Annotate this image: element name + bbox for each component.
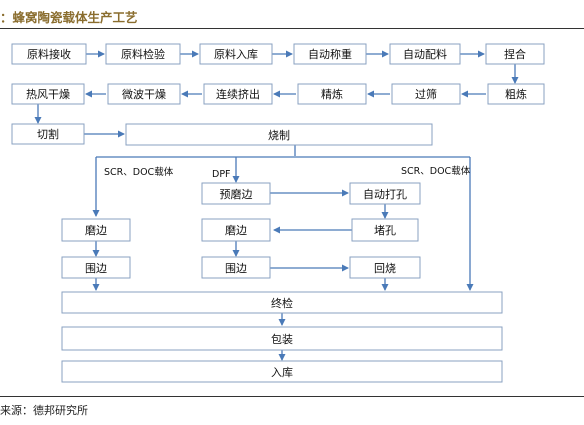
step-grind-middle: 磨边 xyxy=(201,218,271,242)
step-extrusion: 连续挤出 xyxy=(203,83,273,105)
step-box xyxy=(297,83,367,105)
step-label: 入库 xyxy=(271,366,293,379)
step-auto-drill: 自动打孔 xyxy=(349,182,421,205)
branch-label-left: SCR、DOC载体 xyxy=(104,166,174,178)
step-kneading: 捏合 xyxy=(485,43,545,65)
step-box xyxy=(61,218,131,242)
step-final-inspect: 终检 xyxy=(61,291,503,314)
step-label: 围边 xyxy=(225,262,247,275)
step-label: 过筛 xyxy=(415,87,437,101)
step-box xyxy=(349,182,421,205)
step-coat-middle: 围边 xyxy=(201,256,271,279)
step-label: 磨边 xyxy=(85,224,107,237)
step-auto-mix: 自动配料 xyxy=(389,43,461,65)
step-packaging: 包装 xyxy=(61,326,503,351)
figure-title: ：蜂窝陶瓷载体生产工艺 xyxy=(0,10,138,25)
step-coarse-refine: 粗炼 xyxy=(487,83,545,105)
step-microwave-dry: 微波干燥 xyxy=(107,83,181,105)
step-box xyxy=(391,83,461,105)
step-box xyxy=(201,256,271,279)
step-raw-inspect: 原料检验 xyxy=(105,43,181,65)
step-label: 预磨边 xyxy=(220,188,253,201)
step-label: 自动配料 xyxy=(403,47,447,61)
step-label: 烧制 xyxy=(268,129,290,142)
step-label: 热风干燥 xyxy=(26,88,70,101)
step-box xyxy=(61,256,131,279)
step-box xyxy=(107,83,181,105)
step-label: 切割 xyxy=(37,127,59,141)
step-box xyxy=(389,43,461,65)
step-label: 围边 xyxy=(85,262,107,275)
step-raw-receive: 原料接收 xyxy=(11,43,87,65)
step-label: 包装 xyxy=(271,333,293,346)
top-rule xyxy=(0,28,584,29)
branch-label-right: SCR、DOC载体 xyxy=(401,165,471,177)
step-label: 粗炼 xyxy=(505,87,527,101)
step-pre-grind: 预磨边 xyxy=(201,182,271,205)
step-sieving: 过筛 xyxy=(391,83,461,105)
step-box xyxy=(11,123,85,145)
step-label: 回烧 xyxy=(374,262,396,275)
step-coat-left: 围边 xyxy=(61,256,131,279)
step-box xyxy=(201,218,271,242)
step-box xyxy=(487,83,545,105)
step-fine-refine: 精炼 xyxy=(297,83,367,105)
step-warehousing: 入库 xyxy=(61,360,503,383)
step-label: 终检 xyxy=(271,296,293,310)
step-box xyxy=(351,218,419,242)
step-raw-storage: 原料入库 xyxy=(199,43,273,65)
source-note: 来源：德邦研究所 xyxy=(0,404,88,417)
step-box xyxy=(293,43,367,65)
step-refire: 回烧 xyxy=(349,256,421,279)
branch-label-middle: DPF xyxy=(212,169,231,180)
bottom-rule xyxy=(0,396,584,397)
step-box xyxy=(125,123,433,146)
step-box xyxy=(61,291,503,314)
step-box xyxy=(11,83,85,105)
step-box xyxy=(105,43,181,65)
step-label: 堵孔 xyxy=(374,223,396,237)
step-label: 原料接收 xyxy=(27,47,71,61)
step-label: 连续挤出 xyxy=(216,87,260,101)
step-label: 原料检验 xyxy=(121,47,165,61)
step-label: 自动打孔 xyxy=(363,187,407,201)
step-box xyxy=(201,182,271,205)
flow-arrows xyxy=(34,50,519,361)
step-label: 捏合 xyxy=(504,47,526,61)
step-label: 磨边 xyxy=(225,224,247,237)
step-label: 精炼 xyxy=(321,87,343,101)
step-box xyxy=(203,83,273,105)
step-firing: 烧制 xyxy=(125,123,433,146)
step-cutting: 切割 xyxy=(11,123,85,145)
step-box xyxy=(61,360,503,383)
step-label: 微波干燥 xyxy=(122,87,166,101)
step-label: 自动称重 xyxy=(308,47,352,61)
step-label: 原料入库 xyxy=(214,47,258,61)
step-box xyxy=(11,43,87,65)
step-auto-weigh: 自动称重 xyxy=(293,43,367,65)
step-plug: 堵孔 xyxy=(351,218,419,242)
step-box xyxy=(349,256,421,279)
step-box xyxy=(485,43,545,65)
step-hot-air-dry: 热风干燥 xyxy=(11,83,85,105)
step-box xyxy=(61,326,503,351)
step-grind-left: 磨边 xyxy=(61,218,131,242)
step-box xyxy=(199,43,273,65)
